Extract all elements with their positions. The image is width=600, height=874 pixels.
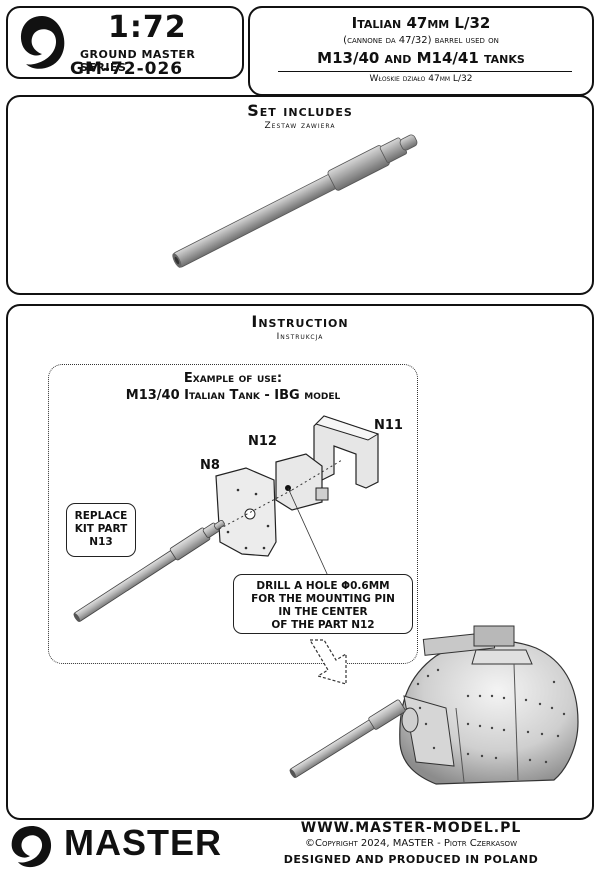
replace-note: REPLACE KIT PART N13	[66, 503, 136, 557]
drill-note: DRILL A HOLE Φ0.6MM FOR THE MOUNTING PIN…	[233, 574, 413, 634]
product-subtitle: (cannone da 47/32) barrel used on	[343, 35, 499, 46]
part-label-n12: N12	[248, 434, 277, 449]
installed-barrel-drawing	[289, 699, 406, 778]
drill-line: OF THE PART N12	[271, 619, 375, 631]
part-n11-drawing	[313, 415, 380, 489]
instruction-subheading: Instrukcja	[276, 332, 324, 342]
replace-line: N13	[89, 536, 113, 548]
part-n8-drawing	[215, 467, 277, 557]
product-title: Italian 47mm L/32	[351, 14, 491, 32]
assembly-diagram	[73, 415, 579, 785]
product-vehicles: M13/40 and M14/41 tanks	[317, 49, 525, 67]
drill-line: DRILL A HOLE Φ0.6MM	[256, 580, 390, 592]
scale-label: 1:72	[108, 10, 187, 45]
product-code: GM-72-026	[70, 59, 184, 79]
example-model: M13/40 Italian Tank - IBG model	[125, 388, 341, 403]
direction-arrow-icon	[308, 639, 347, 685]
website-link[interactable]: WWW.MASTER-MODEL.PL	[300, 820, 522, 836]
example-label: Example of use:	[183, 371, 283, 386]
title-divider	[278, 71, 572, 72]
instruction-panel: Instruction Instrukcja Example of use: M…	[6, 304, 594, 820]
part-label-n8: N8	[200, 458, 220, 473]
master-footer-logo-icon	[11, 826, 52, 868]
drill-line: IN THE CENTER	[278, 606, 368, 618]
set-subheading: Zestaw zawiera	[264, 121, 336, 131]
scale-box: 1:72 GROUND MASTER SERIES GM-72-026	[6, 6, 244, 79]
part-n12-drawing	[275, 453, 329, 511]
replace-line: KIT PART	[74, 523, 128, 535]
part-label-n11: N11	[374, 418, 403, 433]
turret-drawing	[399, 625, 579, 785]
set-heading: Set includes	[247, 101, 353, 120]
title-box: Italian 47mm L/32 (cannone da 47/32) bar…	[248, 6, 594, 96]
barrel-part-image	[172, 134, 418, 268]
made-in-text: DESIGNED AND PRODUCED IN POLAND	[283, 853, 539, 866]
instruction-heading: Instruction	[251, 312, 349, 331]
copyright-text: ©Copyright 2024, MASTER - Piotr Czerkaso…	[305, 838, 517, 849]
loose-barrel-drawing	[73, 519, 225, 622]
drill-line: FOR THE MOUNTING PIN	[251, 593, 395, 605]
example-callout: Example of use: M13/40 Italian Tank - IB…	[48, 364, 418, 664]
product-title-polish: Włoskie działo 47mm L/32	[369, 74, 473, 84]
brand-wordmark: MASTER	[64, 822, 222, 863]
master-logo-icon	[20, 16, 65, 69]
replace-line: REPLACE	[74, 510, 128, 522]
set-includes-panel: Set includes Zestaw zawiera	[6, 95, 594, 295]
series-label: GROUND MASTER SERIES	[80, 48, 196, 74]
